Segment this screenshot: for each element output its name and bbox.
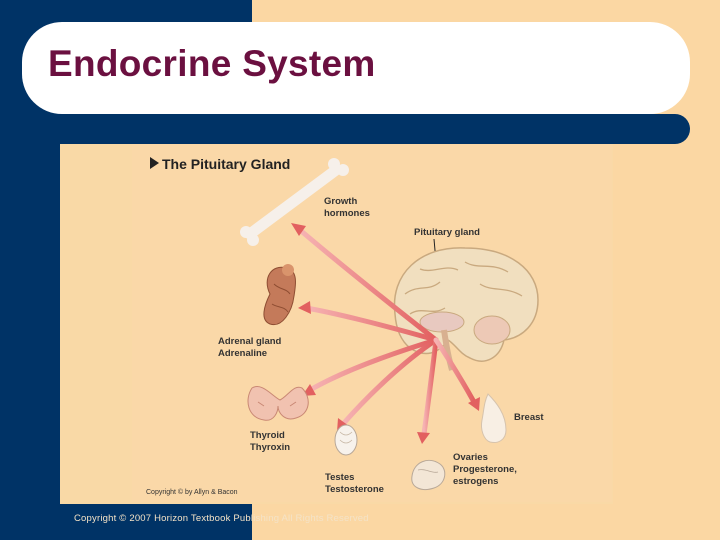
figure-heading: The Pituitary Gland [162, 156, 290, 172]
label-adrenal-line2: Adrenaline [218, 348, 267, 359]
bone-illustration [240, 158, 349, 246]
hormone-arrows [297, 227, 477, 437]
label-adrenal-line1: Adrenal gland [218, 336, 282, 347]
label-growth-line2: hormones [324, 208, 370, 219]
label-ovaries-line2: Progesterone, [453, 464, 517, 475]
breast-illustration [481, 393, 507, 443]
title-underline-band [0, 114, 690, 144]
arrow-to-bone [297, 227, 439, 343]
arrow-to-ovaries [421, 337, 439, 437]
label-pituitary: Pituitary gland [414, 227, 480, 238]
arrow-to-adrenal [303, 305, 439, 343]
label-thyroid-line2: Thyroxin [250, 442, 290, 453]
label-ovaries-line1: Ovaries [453, 452, 488, 463]
thyroid-illustration [247, 386, 309, 421]
label-breast: Breast [514, 412, 544, 423]
label-growth-line1: Growth [324, 196, 357, 207]
pituitary-diagram: The Pituitary Gland Growth hormones Pitu… [132, 144, 612, 502]
slide-title: Endocrine System [48, 43, 376, 84]
figure-credit: Copyright © by Allyn & Bacon [146, 488, 238, 496]
title-box [22, 22, 690, 114]
ovaries-illustration [411, 460, 446, 490]
heading-marker-icon [150, 157, 159, 169]
top-peach-bar [252, 0, 720, 22]
arrow-to-thyroid [307, 337, 439, 393]
adrenal-gland-illustration [263, 264, 297, 326]
testes-illustration [334, 424, 358, 456]
label-testes-line2: Testosterone [325, 484, 384, 495]
arrow-to-breast [433, 337, 477, 405]
label-thyroid-line1: Thyroid [250, 430, 285, 441]
footer-copyright: Copyright © 2007 Horizon Textbook Publis… [74, 513, 369, 524]
pituitary-figure: The Pituitary Gland Growth hormones Pitu… [60, 144, 613, 504]
arrow-to-testes [340, 337, 439, 427]
label-testes-line1: Testes [325, 472, 354, 483]
label-ovaries-line3: estrogens [453, 476, 498, 487]
